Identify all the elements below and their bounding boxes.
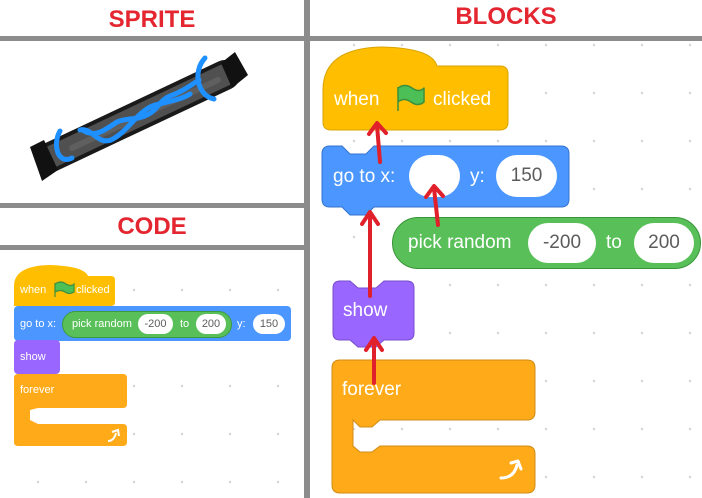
y-label: y: — [470, 166, 485, 187]
code-pick-from-input[interactable]: -200 — [138, 314, 173, 334]
when-label: when — [334, 89, 380, 110]
code-show-label: show — [20, 351, 46, 363]
code-y-input[interactable]: 150 — [253, 314, 285, 334]
sprite-code-divider — [0, 203, 304, 208]
pick-from-input[interactable]: -200 — [528, 223, 596, 263]
pick-to-input[interactable]: 200 — [634, 223, 694, 263]
code-clicked-label: clicked — [76, 284, 110, 296]
vertical-divider — [304, 0, 310, 498]
goto-y-input[interactable]: 150 — [496, 155, 557, 197]
forever-label: forever — [342, 379, 402, 400]
blocks-header: BLOCKS — [455, 3, 557, 30]
goto-label: go to x: — [333, 166, 396, 187]
arrow-pick-to-x — [432, 186, 440, 227]
code-header: CODE — [117, 213, 187, 240]
code-pick-random-label: pick random — [72, 318, 132, 330]
code-y-label: y: — [237, 318, 246, 330]
code-header-divider — [0, 245, 304, 250]
code-goto-label: go to x: — [20, 318, 57, 330]
code-when-label: when — [20, 284, 47, 296]
pick-random-label: pick random — [408, 232, 512, 253]
code-to-label: to — [180, 318, 190, 330]
sprite-header: SPRITE — [108, 6, 196, 33]
clicked-label: clicked — [433, 89, 492, 110]
show-label: show — [343, 300, 388, 321]
sprite-header-divider — [0, 36, 304, 41]
blocks-header-divider — [310, 36, 702, 41]
pick-to-label: to — [606, 232, 622, 253]
code-forever-label: forever — [20, 384, 55, 396]
code-pick-to-input[interactable]: 200 — [196, 314, 226, 334]
arrow-goto-to-hat — [375, 123, 382, 164]
